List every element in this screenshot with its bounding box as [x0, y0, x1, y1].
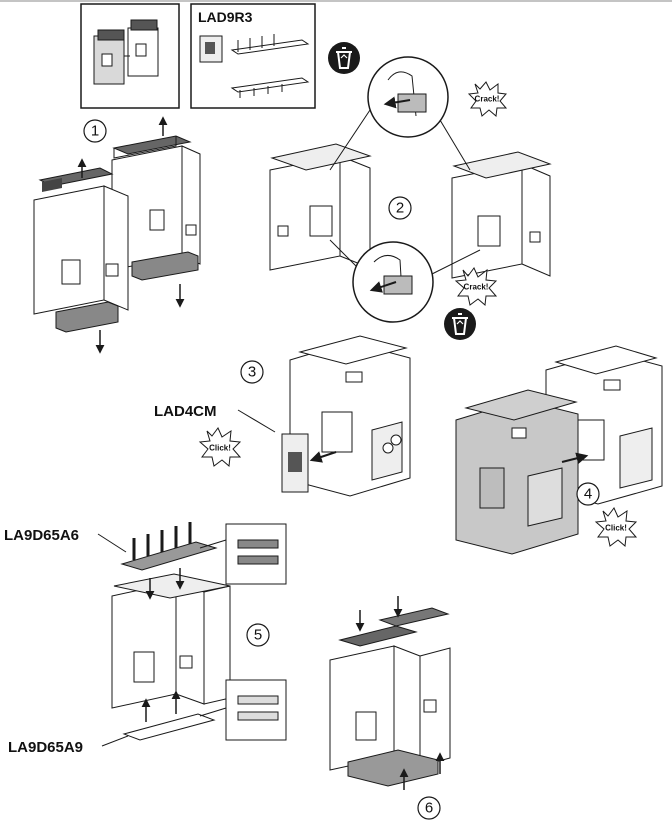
label-la9d65a6: LA9D65A6 — [4, 527, 79, 544]
kit-box-lad9r3: LAD9R3 — [190, 3, 316, 109]
step-2-number: 2 — [396, 200, 404, 217]
crack-text-top: Crack! — [475, 95, 500, 104]
click-text-step3: Click! — [209, 444, 231, 453]
step-5-marker: 5 — [246, 623, 270, 647]
step-1-marker: 1 — [83, 119, 107, 143]
click-burst-step3: Click! — [198, 427, 242, 467]
label-lad4cm: LAD4CM — [154, 403, 217, 420]
step3-illustration — [237, 335, 411, 497]
step-4-marker: 4 — [576, 482, 600, 506]
step2-illustration — [269, 56, 552, 323]
step6-illustration — [329, 596, 451, 790]
step-3-marker: 3 — [240, 360, 264, 384]
step-6-marker: 6 — [417, 796, 441, 820]
step-1-number: 1 — [91, 123, 99, 140]
step-5-number: 5 — [254, 627, 262, 644]
label-la9d65a9: LA9D65A9 — [8, 739, 83, 756]
kit-box-contactors — [80, 3, 180, 109]
step-3-number: 3 — [248, 364, 256, 381]
recycle-bin-icon — [444, 308, 476, 340]
crack-burst-bottom: Crack! — [454, 267, 498, 306]
step1-illustration — [33, 116, 201, 354]
crack-text-bottom: Crack! — [464, 283, 489, 292]
click-text-step4: Click! — [605, 524, 627, 533]
step-2-marker: 2 — [388, 196, 412, 220]
recycle-bin-icon — [328, 42, 360, 74]
crack-burst-top: Crack! — [467, 81, 508, 117]
step5-illustration — [97, 522, 287, 747]
click-burst-step4: Click! — [594, 507, 638, 547]
step-6-number: 6 — [425, 800, 433, 817]
step-4-number: 4 — [584, 486, 592, 503]
label-lad9r3: LAD9R3 — [198, 9, 253, 25]
step4-illustration — [455, 345, 663, 555]
